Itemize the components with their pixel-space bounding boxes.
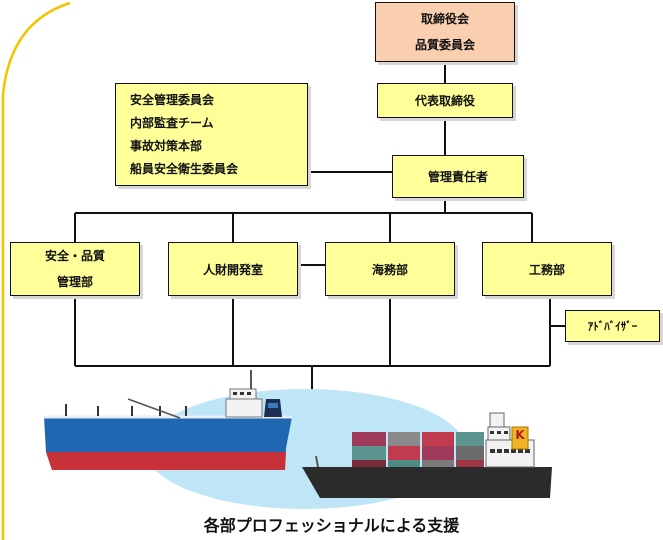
funnel-letter: K bbox=[515, 428, 525, 442]
board-box: 取締役会 品質委員会 bbox=[375, 2, 515, 62]
committees-box: 安全管理委員会 内部監査チーム 事故対策本部 船員安全衛生委員会 bbox=[115, 83, 308, 186]
engineering-dept-label: 工務部 bbox=[528, 262, 565, 277]
safety-quality-dept-box: 安全・品質 管理部 bbox=[10, 242, 140, 296]
manager-box: 管理責任者 bbox=[392, 155, 524, 198]
container-ship bbox=[302, 412, 552, 498]
manager-label: 管理責任者 bbox=[427, 170, 488, 184]
marine-dept-box: 海務部 bbox=[325, 242, 455, 296]
committee-item: 内部監査チーム bbox=[130, 115, 214, 130]
quality-committee-label: 品質委員会 bbox=[414, 38, 475, 52]
representative-director-box: 代表取締役 bbox=[377, 83, 513, 118]
board-label: 取締役会 bbox=[420, 12, 469, 26]
frame-arc bbox=[1, 1, 71, 540]
marine-dept-label: 海務部 bbox=[371, 262, 408, 277]
tanker-ship bbox=[44, 370, 292, 470]
committee-item: 事故対策本部 bbox=[130, 138, 203, 153]
hr-development-label: 人財開発室 bbox=[202, 262, 263, 277]
engineering-dept-box: 工務部 bbox=[482, 242, 612, 296]
safety-quality-label: 安全・品質 bbox=[44, 249, 105, 263]
advisor-box: ｱﾄﾞﾊﾞｲｻﾞｰ bbox=[565, 310, 660, 342]
committee-item: 安全管理委員会 bbox=[130, 92, 215, 107]
representative-director-label: 代表取締役 bbox=[414, 94, 475, 108]
committee-item: 船員安全衛生委員会 bbox=[130, 161, 239, 176]
advisor-label: ｱﾄﾞﾊﾞｲｻﾞｰ bbox=[587, 320, 638, 333]
caption: 各部プロフェッショナルによる支援 bbox=[203, 516, 460, 535]
connector-lines bbox=[74, 62, 565, 402]
management-dept-label: 管理部 bbox=[56, 275, 93, 289]
hr-development-box: 人財開発室 bbox=[168, 242, 298, 296]
